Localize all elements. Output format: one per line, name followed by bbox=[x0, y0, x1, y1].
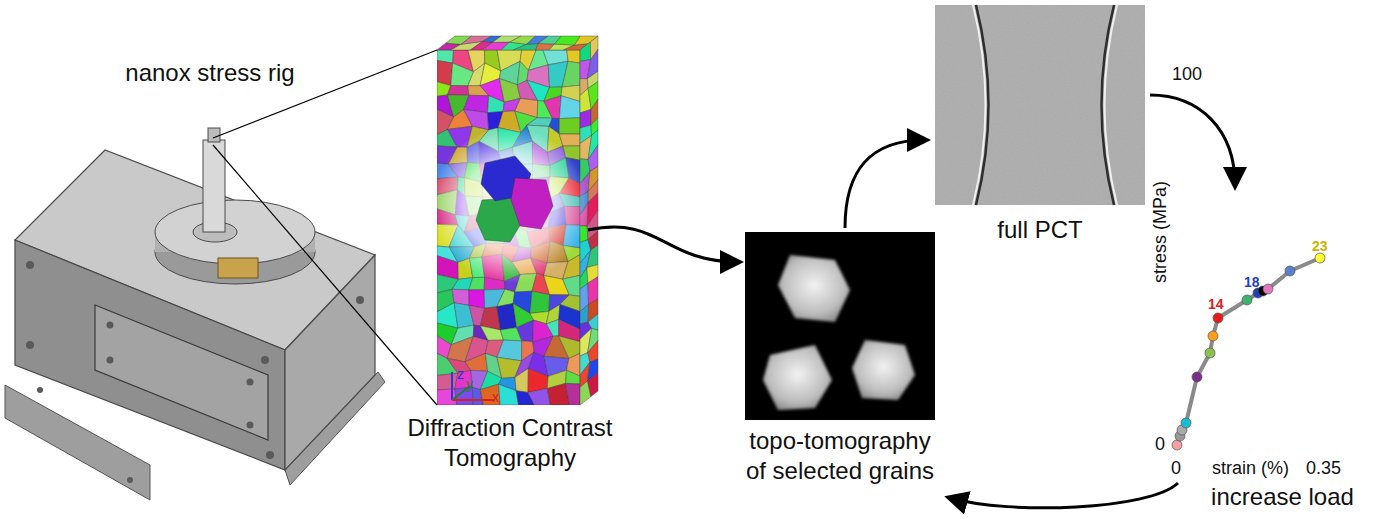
flow-arrow bbox=[845, 140, 925, 228]
highlight-glow bbox=[432, 127, 588, 283]
grain bbox=[448, 86, 469, 96]
callout-number: 18 bbox=[1244, 272, 1260, 292]
figure-caption: nanox stress rig bbox=[110, 58, 310, 88]
grain bbox=[437, 373, 458, 390]
zoom-line bbox=[213, 145, 437, 405]
tick-label: 0 bbox=[1155, 434, 1165, 454]
pct-figure: full PCT bbox=[930, 3, 1150, 253]
grain bbox=[513, 44, 538, 51]
grain bbox=[517, 320, 534, 342]
figure-caption: topo-tomography of selected grains bbox=[740, 426, 940, 486]
grain-volume bbox=[432, 36, 598, 405]
grain bbox=[566, 370, 580, 384]
topo-figure: topo-tomography of selected grains bbox=[725, 230, 955, 510]
grain bbox=[580, 42, 591, 62]
pct-image bbox=[935, 5, 1145, 205]
grain bbox=[567, 50, 580, 63]
grain bbox=[566, 383, 580, 405]
figure-caption: Diffraction Contrast Tomography bbox=[385, 413, 635, 473]
grain bbox=[563, 275, 580, 296]
grain bbox=[469, 290, 485, 309]
tick-label: 100 bbox=[1172, 64, 1202, 84]
stress-strain-curve bbox=[1172, 253, 1325, 450]
grain bbox=[588, 373, 599, 397]
grain bbox=[464, 110, 489, 130]
tick-label: 0.35 bbox=[1306, 458, 1341, 478]
grain bbox=[562, 61, 580, 87]
topo-image bbox=[745, 232, 935, 420]
grain bbox=[499, 79, 520, 103]
grain bbox=[515, 369, 528, 393]
grain bbox=[546, 320, 558, 337]
flow-arrow bbox=[1150, 95, 1235, 185]
grain bbox=[437, 389, 457, 405]
grain bbox=[580, 304, 589, 324]
axis-title: strain (%) bbox=[1212, 458, 1289, 478]
figure-caption: increase load bbox=[1180, 482, 1385, 512]
axis-letter: x bbox=[492, 387, 499, 407]
grain bbox=[437, 61, 453, 86]
flow-arrow bbox=[588, 227, 738, 262]
callout-number: 23 bbox=[1312, 236, 1328, 256]
dct-figure: Diffraction Contrast Tomography bbox=[390, 30, 637, 485]
rig-figure: nanox stress rig bbox=[0, 40, 385, 495]
axis-letter: y bbox=[466, 374, 473, 394]
axis-letter: z bbox=[457, 364, 464, 384]
callout-number: 14 bbox=[1208, 294, 1224, 314]
grain bbox=[488, 96, 505, 113]
grain bbox=[527, 118, 553, 127]
chart-figure: increase load bbox=[1150, 10, 1387, 515]
grain bbox=[528, 389, 550, 406]
grain bbox=[588, 314, 598, 330]
axis-title: stress (MPa) bbox=[1150, 177, 1170, 287]
grain bbox=[511, 178, 553, 229]
grain bbox=[530, 291, 550, 313]
grain bbox=[559, 134, 580, 146]
tick-label: 0 bbox=[1171, 458, 1181, 478]
grain bbox=[559, 96, 580, 119]
grain bbox=[588, 341, 598, 363]
flow-arrow bbox=[950, 483, 1178, 508]
figure-caption: full PCT bbox=[940, 215, 1140, 245]
grain bbox=[469, 277, 485, 290]
grain bbox=[499, 384, 519, 405]
grain bbox=[559, 118, 580, 134]
grain bbox=[587, 245, 598, 267]
grain bbox=[465, 353, 488, 371]
stress-rig-drawing bbox=[5, 128, 385, 500]
grain bbox=[544, 96, 561, 119]
